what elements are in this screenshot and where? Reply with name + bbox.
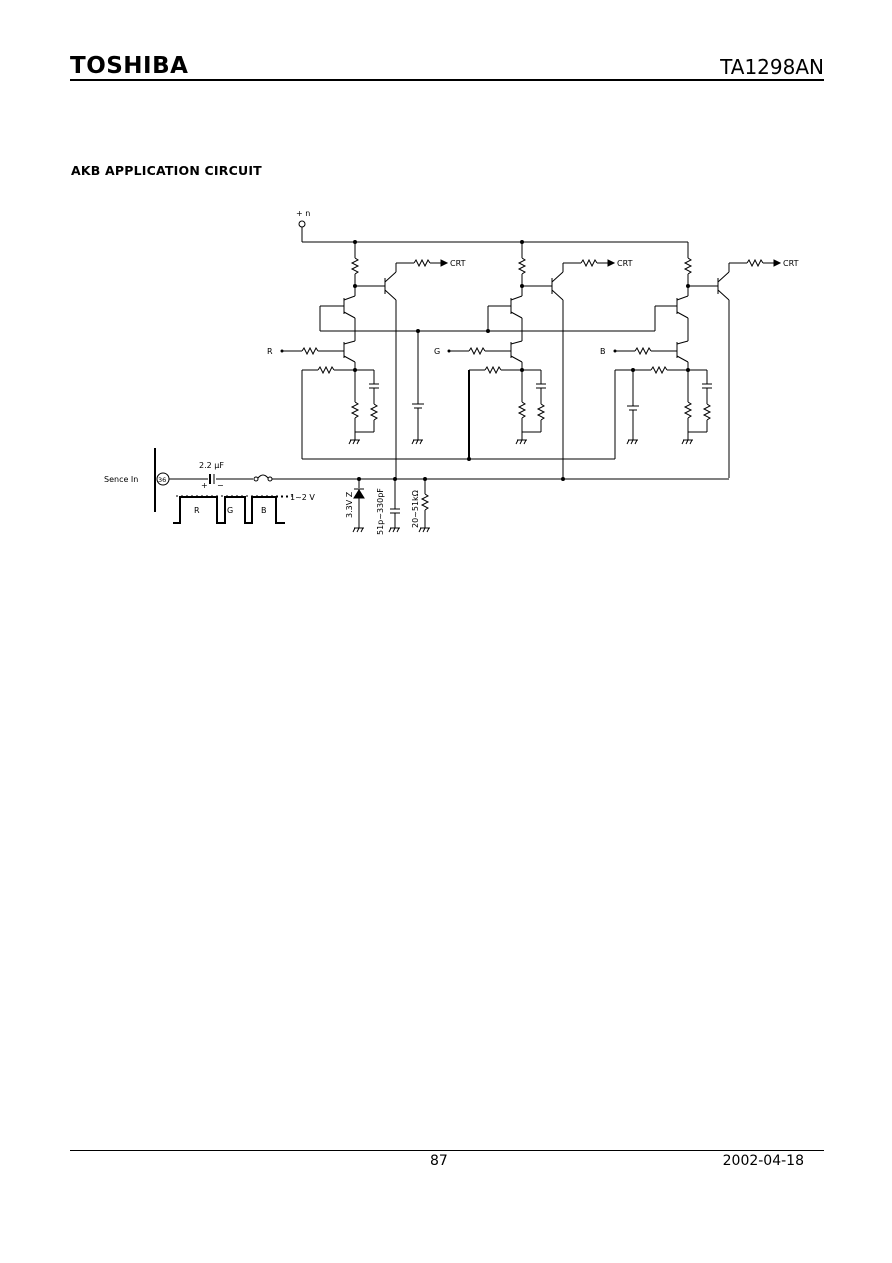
- brand-logo: TOSHIBA: [70, 53, 189, 79]
- input-label-r: R: [267, 347, 273, 356]
- section-title: AKB APPLICATION CIRCUIT: [71, 163, 262, 178]
- output-label-g: CRT: [617, 259, 633, 268]
- header-rule: [70, 79, 824, 81]
- coupling-cap-label: 2.2 μF: [199, 461, 224, 470]
- document-date: 2002-04-18: [722, 1153, 804, 1169]
- page-number: 87: [430, 1153, 448, 1169]
- pin-number: 36: [158, 476, 166, 484]
- resistor-range-label: 20~51kΩ: [411, 490, 420, 528]
- zener-label: 3.3V Z: [345, 491, 354, 518]
- sense-in-label: Sence In: [104, 475, 138, 484]
- pulse-amplitude-label: 1~2 V: [290, 493, 315, 502]
- supply-label: + n: [296, 209, 310, 218]
- pulse-label-r: R: [194, 506, 200, 515]
- cap-range-label: 51p~330pF: [376, 488, 385, 535]
- pulse-label-g: G: [227, 506, 233, 515]
- polarity-plus: +: [201, 481, 208, 490]
- output-label-b: CRT: [783, 259, 799, 268]
- polarity-minus: −: [217, 481, 224, 490]
- output-label-r: CRT: [450, 259, 466, 268]
- input-label-g: G: [434, 347, 440, 356]
- footer-rule: [70, 1150, 824, 1151]
- input-label-b: B: [600, 347, 606, 356]
- part-number: TA1298AN: [720, 55, 824, 79]
- pulse-label-b: B: [261, 506, 267, 515]
